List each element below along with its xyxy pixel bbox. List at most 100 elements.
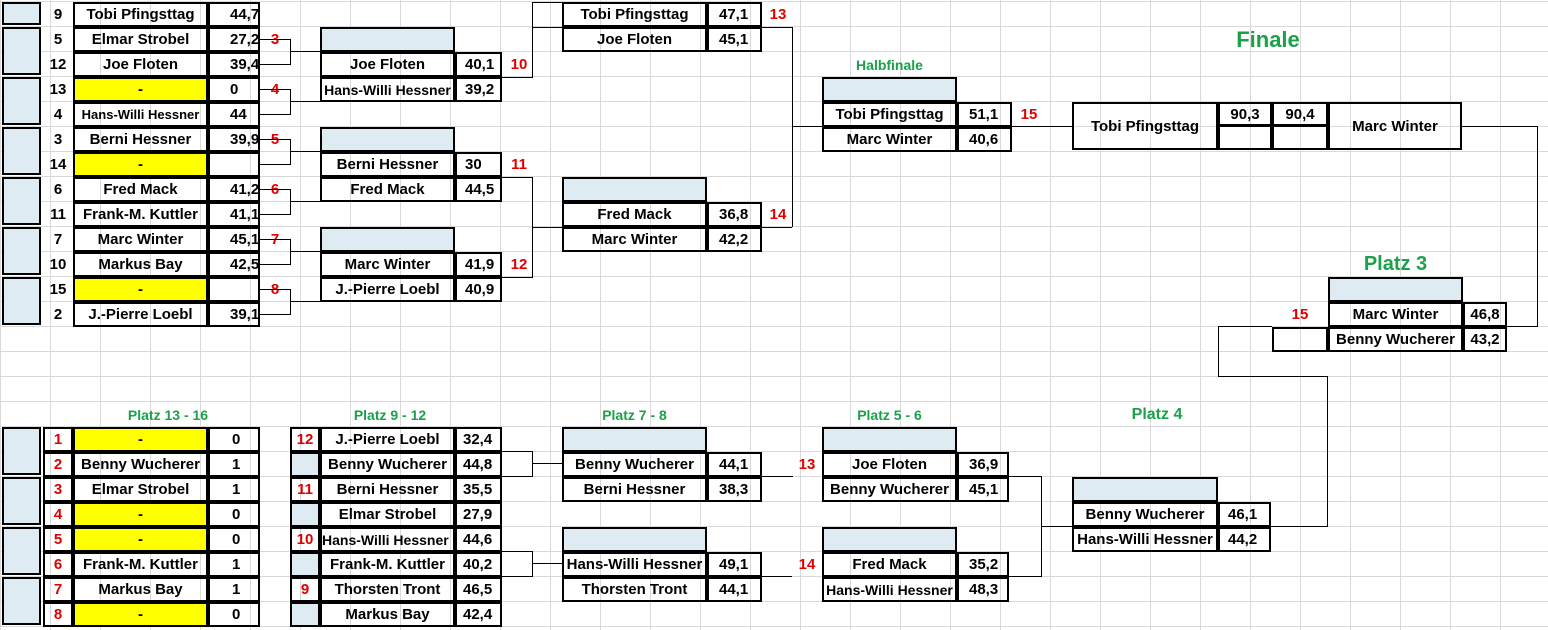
player-score[interactable]: 41,1 (208, 202, 260, 227)
player-name[interactable]: Berni Hessner (320, 152, 455, 177)
player-score[interactable]: 45,1 (208, 227, 260, 252)
player-score[interactable]: 44 (208, 102, 260, 127)
player-name[interactable]: - (73, 602, 208, 627)
player-name[interactable]: Fred Mack (822, 552, 957, 577)
player-name[interactable]: Hans-Willi Hessner (562, 552, 707, 577)
player-score[interactable]: 35,2 (957, 552, 1009, 577)
player-score[interactable]: 46,1 (1218, 502, 1271, 527)
player-name[interactable]: Benny Wucherer (822, 477, 957, 502)
player-name[interactable]: - (73, 502, 208, 527)
player-name[interactable]: Elmar Strobel (73, 477, 208, 502)
player-name[interactable]: Berni Hessner (562, 477, 707, 502)
player-name[interactable]: - (73, 427, 208, 452)
player-name[interactable]: Hans-Willi Hessner (822, 577, 957, 602)
player-score[interactable]: 0 (208, 602, 260, 627)
player-score[interactable]: 1 (208, 452, 260, 477)
player-score[interactable]: 38,3 (707, 477, 762, 502)
player-score[interactable]: 35,5 (455, 477, 502, 502)
player-name[interactable]: Berni Hessner (320, 477, 455, 502)
player-name[interactable]: Tobi Pfingsttag (73, 2, 208, 27)
player-name[interactable]: Markus Bay (73, 252, 208, 277)
player-score[interactable]: 48,3 (957, 577, 1009, 602)
player-score[interactable]: 40,6 (957, 127, 1012, 152)
player-score[interactable]: 39,1 (208, 302, 260, 327)
player-name[interactable]: Joe Floten (562, 27, 707, 52)
player-score[interactable]: 39,4 (208, 52, 260, 77)
player-score[interactable]: 43,2 (1463, 327, 1507, 352)
player-score[interactable]: 1 (208, 477, 260, 502)
player-score[interactable] (208, 277, 260, 302)
player-name[interactable]: Joe Floten (73, 52, 208, 77)
player-name[interactable]: Joe Floten (822, 452, 957, 477)
player-name[interactable]: Frank-M. Kuttler (73, 202, 208, 227)
player-score[interactable]: 44,8 (455, 452, 502, 477)
player-score[interactable]: 39,9 (208, 127, 260, 152)
player-name[interactable]: Markus Bay (73, 577, 208, 602)
player-name[interactable]: Berni Hessner (73, 127, 208, 152)
player-score[interactable]: 0 (208, 502, 260, 527)
player-score[interactable]: 49,1 (707, 552, 762, 577)
player-name[interactable]: Benny Wucherer (73, 452, 208, 477)
player-name[interactable]: Markus Bay (320, 602, 455, 627)
player-name[interactable]: Marc Winter (73, 227, 208, 252)
player-score[interactable]: 41,9 (455, 252, 502, 277)
player-name[interactable]: - (73, 277, 208, 302)
player-score[interactable]: 27,9 (455, 502, 502, 527)
player-name[interactable]: Marc Winter (320, 252, 455, 277)
player-score[interactable]: 45,1 (707, 27, 762, 52)
player-score[interactable]: 44,1 (707, 452, 762, 477)
player-name[interactable]: Hans-Willi Hessner (1072, 527, 1218, 552)
player-score[interactable]: 42,5 (208, 252, 260, 277)
player-score[interactable]: 47,1 (707, 2, 762, 27)
player-name[interactable]: J.-Pierre Loebl (320, 277, 455, 302)
player-name[interactable]: Fred Mack (320, 177, 455, 202)
player-score[interactable]: 46,8 (1463, 302, 1507, 327)
player-name[interactable]: Frank-M. Kuttler (320, 552, 455, 577)
finalist-left[interactable]: Tobi Pfingsttag (1072, 102, 1218, 150)
player-score[interactable]: 44,5 (455, 177, 502, 202)
final-score-right[interactable]: 90,4 (1272, 102, 1328, 126)
player-score[interactable]: 39,2 (455, 77, 502, 102)
player-score[interactable]: 0 (208, 77, 260, 102)
player-score[interactable]: 0 (208, 527, 260, 552)
player-score[interactable]: 46,5 (455, 577, 502, 602)
player-name[interactable]: Elmar Strobel (320, 502, 455, 527)
player-score[interactable]: 44,1 (707, 577, 762, 602)
final-score-left[interactable]: 90,3 (1218, 102, 1272, 126)
finalist-right[interactable]: Marc Winter (1328, 102, 1462, 150)
player-name[interactable]: Hans-Willi Hessner (320, 527, 455, 552)
player-score[interactable]: 32,4 (455, 427, 502, 452)
player-name[interactable]: Fred Mack (562, 202, 707, 227)
player-name[interactable]: Fred Mack (73, 177, 208, 202)
player-name[interactable]: Thorsten Tront (320, 577, 455, 602)
player-score[interactable] (208, 152, 260, 177)
player-score[interactable]: 36,9 (957, 452, 1009, 477)
player-name[interactable]: Benny Wucherer (1328, 327, 1463, 352)
player-name[interactable]: Benny Wucherer (562, 452, 707, 477)
player-score[interactable]: 1 (208, 552, 260, 577)
player-name[interactable]: Hans-Willi Hessner (320, 77, 455, 102)
player-score[interactable]: 45,1 (957, 477, 1009, 502)
player-score[interactable]: 41,2 (208, 177, 260, 202)
player-name[interactable]: Elmar Strobel (73, 27, 208, 52)
player-name[interactable]: Benny Wucherer (1072, 502, 1218, 527)
player-score[interactable]: 44,7 (208, 2, 260, 27)
player-name[interactable]: - (73, 77, 208, 102)
player-name[interactable]: Tobi Pfingsttag (562, 2, 707, 27)
player-score[interactable]: 30 (455, 152, 502, 177)
player-name[interactable]: J.-Pierre Loebl (73, 302, 208, 327)
player-score[interactable]: 40,9 (455, 277, 502, 302)
player-name[interactable]: Marc Winter (562, 227, 707, 252)
player-name[interactable]: Hans-Willi Hessner (73, 102, 208, 127)
player-name[interactable]: J.-Pierre Loebl (320, 427, 455, 452)
player-score[interactable]: 42,4 (455, 602, 502, 627)
player-name[interactable]: - (73, 527, 208, 552)
player-name[interactable]: Frank-M. Kuttler (73, 552, 208, 577)
player-score[interactable]: 27,2 (208, 27, 260, 52)
player-name[interactable]: Joe Floten (320, 52, 455, 77)
player-score[interactable]: 40,1 (455, 52, 502, 77)
player-score[interactable]: 44,2 (1218, 527, 1271, 552)
player-score[interactable]: 36,8 (707, 202, 762, 227)
player-score[interactable]: 42,2 (707, 227, 762, 252)
player-score[interactable]: 51,1 (957, 102, 1012, 127)
